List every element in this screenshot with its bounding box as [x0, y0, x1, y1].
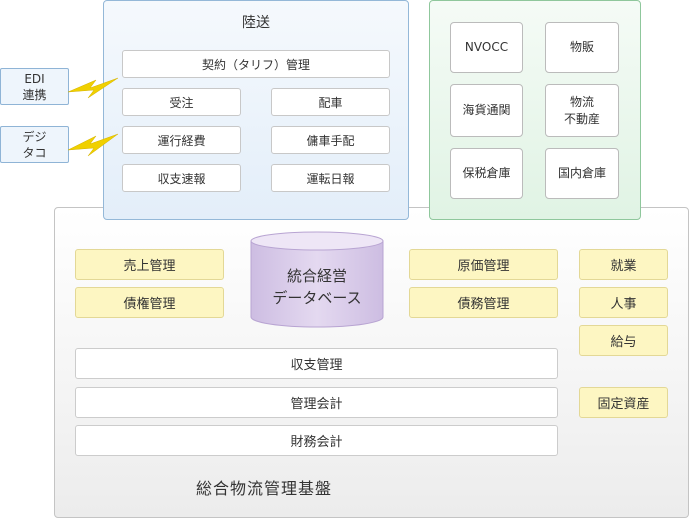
income-expense-management-box: 収支管理	[75, 348, 558, 379]
driving-daily-report-box: 運転日報	[271, 164, 390, 192]
edi-label-line1: EDI	[24, 71, 45, 86]
service-domestic-warehouse: 国内倉庫	[545, 148, 619, 199]
edi-link-box: EDI 連携	[0, 68, 69, 105]
receivables-management-box: 債権管理	[75, 287, 224, 318]
database-cylinder-icon	[250, 231, 384, 328]
edi-label-line2: 連携	[22, 87, 47, 102]
chartered-vehicle-box: 傭車手配	[271, 126, 390, 154]
payroll-box: 給与	[579, 325, 668, 356]
service-merchandise: 物販	[545, 22, 619, 73]
service-nvocc-label: NVOCC	[464, 40, 509, 54]
payables-management-box: 債務管理	[409, 287, 558, 318]
database-label-line2: データベース	[272, 289, 362, 307]
service-nvocc: NVOCC	[450, 22, 523, 73]
digital-tacho-label-line1: デジ	[22, 129, 47, 144]
service-logistics-real-estate-line2: 不動産	[563, 111, 600, 126]
digital-tacho-lightning-icon	[67, 133, 119, 157]
platform-title: 総合物流管理基盤	[195, 479, 332, 498]
sales-management-box: 売上管理	[75, 249, 224, 280]
service-customs-brokerage: 海貨通関	[450, 84, 523, 137]
dispatch-box: 配車	[271, 88, 390, 116]
cost-management-box: 原価管理	[409, 249, 558, 280]
edi-lightning-icon	[67, 77, 119, 99]
contract-tariff-management-box: 契約（タリフ）管理	[122, 50, 390, 78]
service-customs-brokerage-label: 海貨通関	[462, 103, 511, 117]
database-label-line1: 統合経営	[286, 267, 347, 285]
management-accounting-box: 管理会計	[75, 387, 558, 418]
land-transport-title: 陸送	[242, 15, 270, 31]
operating-expense-box: 運行経費	[122, 126, 241, 154]
service-logistics-real-estate-line1: 物流	[569, 94, 594, 109]
digital-tachograph-box: デジ タコ	[0, 126, 69, 163]
service-bonded-warehouse: 保税倉庫	[450, 148, 523, 199]
fixed-assets-box: 固定資産	[579, 387, 668, 418]
service-bonded-warehouse-label: 保税倉庫	[462, 166, 511, 180]
order-box: 受注	[122, 88, 241, 116]
revenue-flash-report-box: 収支速報	[122, 164, 241, 192]
financial-accounting-box: 財務会計	[75, 425, 558, 456]
service-domestic-warehouse-label: 国内倉庫	[557, 166, 606, 180]
service-merchandise-label: 物販	[569, 40, 594, 54]
connection-lightning-icons	[67, 77, 119, 157]
personnel-box: 人事	[579, 287, 668, 318]
service-logistics-real-estate: 物流 不動産	[545, 84, 619, 137]
attendance-box: 就業	[579, 249, 668, 280]
digital-tacho-label-line2: タコ	[22, 145, 47, 160]
database-label: 統合経営 データベース	[249, 252, 385, 322]
